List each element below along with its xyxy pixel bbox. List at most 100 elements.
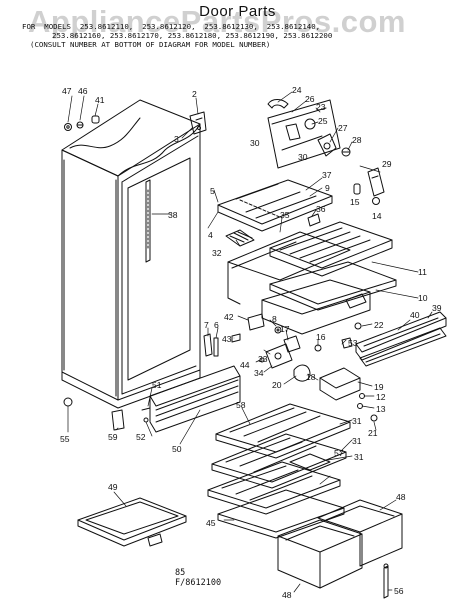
callout-48: 48 (282, 590, 292, 600)
callout-30: 30 (250, 138, 260, 148)
leader-lines (67, 91, 433, 593)
evaporator-cover (269, 221, 393, 277)
callout-13: 13 (376, 404, 386, 414)
callout-48: 48 (396, 492, 406, 502)
refrigerator-shelf (207, 461, 341, 515)
callout-49: 49 (108, 482, 118, 492)
control-knob (341, 147, 351, 157)
damper-housing (319, 367, 361, 401)
callout-4: 4 (208, 230, 213, 240)
callout-29: 29 (382, 159, 392, 169)
callout-labels: 47 46 41 2 3 24 26 23 25 27 30 30 28 29 … (60, 85, 442, 600)
bracket (341, 337, 353, 349)
callout-47: 47 (62, 86, 72, 96)
callout-23: 23 (316, 102, 326, 112)
model-list-line-1: FOR MODELS 253.8612110, 253.8612120, 253… (22, 22, 321, 31)
shelf-bracket (289, 453, 331, 471)
callout-56: 56 (394, 586, 404, 596)
crisper-drawer (317, 499, 403, 567)
middle-hinge (247, 313, 282, 334)
crisper-drawer (277, 519, 363, 589)
light-switch (367, 167, 385, 197)
callout-31: 31 (354, 452, 364, 462)
control-housing (267, 99, 341, 169)
callout-5: 5 (210, 186, 215, 196)
callout-42: 42 (224, 312, 234, 322)
callout-35: 35 (280, 210, 290, 220)
callout-6: 6 (214, 320, 219, 330)
callout-51: 51 (152, 380, 162, 390)
callout-58: 58 (236, 400, 246, 410)
callout-15: 15 (350, 197, 360, 207)
screw-icon (141, 407, 151, 411)
drawer-slide (383, 563, 389, 599)
callout-45: 45 (206, 518, 216, 528)
callout-44: 44 (240, 360, 250, 370)
callout-33: 33 (258, 354, 268, 364)
freezer-divider (227, 231, 351, 305)
model-list: FOR MODELS 253.8612110, 253.8612120, 253… (22, 22, 472, 49)
callout-53: 53 (348, 338, 358, 348)
crisper-cover (269, 261, 397, 311)
callout-41: 41 (95, 95, 105, 105)
callout-37: 37 (322, 170, 332, 180)
callout-9: 9 (325, 183, 330, 193)
drip-tray (77, 497, 187, 547)
callout-20: 20 (272, 380, 282, 390)
callout-8: 8 (272, 314, 277, 324)
callout-2: 2 (192, 89, 197, 99)
callout-17: 17 (280, 324, 290, 334)
lower-shelf (261, 279, 371, 335)
callout-55: 55 (60, 434, 70, 444)
model-list-line-2: 253.8612160, 253.8612170, 253.8612180, 2… (52, 31, 333, 40)
callout-34: 34 (254, 368, 264, 378)
callout-46: 46 (78, 86, 88, 96)
footer-diagram-number: F/8612100 (175, 578, 222, 588)
shelf-rail (145, 179, 151, 263)
callout-32: 32 (212, 248, 222, 258)
callout-52: 52 (136, 432, 146, 442)
callout-7: 7 (204, 320, 209, 330)
door-shelf (359, 327, 447, 367)
callout-12: 12 (376, 392, 386, 402)
callout-50: 50 (172, 444, 182, 454)
leveling-leg (63, 397, 73, 407)
screw-icon (354, 322, 362, 330)
callout-26: 26 (305, 94, 315, 104)
refrigerator-shelf (211, 433, 347, 489)
callout-21: 21 (368, 428, 378, 438)
callout-36: 36 (316, 204, 326, 214)
page-title: Door Parts (199, 3, 276, 20)
callout-10: 10 (418, 293, 428, 303)
callout-30: 30 (298, 152, 308, 162)
callout-59: 59 (108, 432, 118, 442)
bottom-hinge (111, 409, 125, 431)
callout-31: 31 (352, 416, 362, 426)
divider-clip (307, 213, 321, 227)
bulb-socket (353, 183, 361, 195)
screw-icon (143, 417, 149, 423)
callout-43: 43 (222, 334, 232, 344)
callout-38: 38 (168, 210, 178, 220)
ice-tray (225, 229, 255, 247)
callout-11: 11 (418, 267, 427, 277)
callout-18: 18 (306, 372, 316, 382)
callout-27: 27 (338, 123, 348, 133)
callout-28: 28 (352, 135, 362, 145)
top-hinge (189, 111, 207, 135)
screw-icon (64, 115, 100, 131)
light-bulb (372, 197, 380, 205)
damper-control (265, 343, 293, 369)
callout-57: 57 (334, 448, 344, 458)
callout-19: 19 (374, 382, 384, 392)
thermostat (317, 133, 337, 157)
cam (293, 364, 311, 382)
toe-grille (149, 365, 241, 433)
callout-25: 25 (318, 116, 328, 126)
crisper-glass (217, 489, 345, 539)
bracket (267, 99, 289, 109)
bracket (231, 333, 241, 343)
model-list-line-3: (CONSULT NUMBER AT BOTTOM OF DIAGRAM FOR… (30, 40, 271, 49)
